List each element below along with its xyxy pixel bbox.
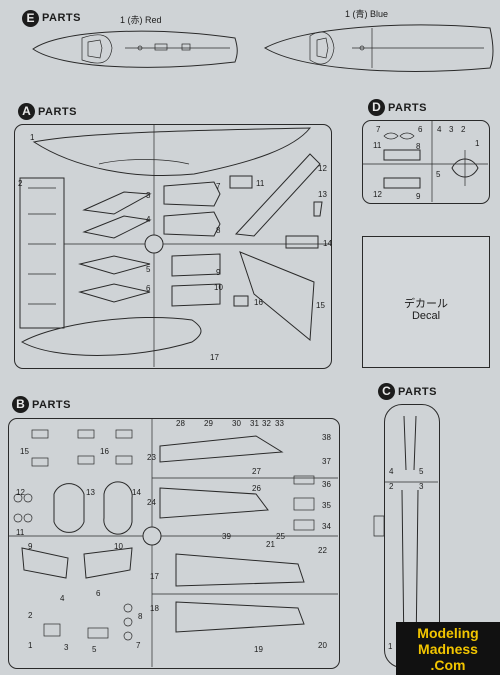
part-b14-number: 14 [132,488,141,497]
part-b39-number: 39 [222,532,231,541]
part-b32-number: 32 [262,419,271,428]
part-a2-number: 2 [18,179,23,188]
part-e1-blue-label: 1 (青) Blue [345,9,389,19]
part-d3-number: 3 [449,125,454,134]
part-b12-number: 12 [16,488,25,497]
sprue-a-parts [19,124,330,367]
part-b2-number: 2 [28,611,33,620]
part-b20-number: 20 [318,641,327,650]
part-b4-number: 4 [60,594,65,603]
decal-label-en: Decal [411,310,441,322]
part-a14-number: 14 [323,239,332,248]
section-a-title: PARTS [38,106,77,118]
part-b17-number: 17 [150,572,159,581]
section-c-title: PARTS [398,386,437,398]
part-d12-number: 12 [373,190,382,199]
part-d11-number: 11 [373,141,382,150]
part-e1-red-label: 1 (赤) Red [120,15,162,25]
sprue-a-frame [14,124,332,369]
section-d-badge: D [368,99,385,116]
part-b11-number: 11 [16,528,25,537]
sprue-d-parts [362,120,488,202]
part-b8-number: 8 [138,612,143,621]
part-a13-number: 13 [318,190,327,199]
part-b16-number: 16 [100,447,109,456]
part-c1-number: 1 [388,642,393,651]
part-c5-number: 5 [419,467,424,476]
part-a9-number: 9 [216,268,221,277]
part-b29-number: 29 [204,419,213,428]
part-d8-number: 8 [416,142,421,151]
part-b18-number: 18 [150,604,159,613]
section-b-badge: B [12,396,29,413]
part-b21-number: 21 [266,540,275,549]
part-b15-number: 15 [20,447,29,456]
sprue-d-frame [362,120,490,204]
part-a7-number: 7 [216,182,221,191]
part-b7-number: 7 [136,641,141,650]
part-a1-number: 1 [30,133,35,142]
part-b30-number: 30 [232,419,241,428]
part-b13-number: 13 [86,488,95,497]
part-b3-number: 3 [64,643,69,652]
part-a15-number: 15 [316,301,325,310]
section-a-badge: A [18,103,35,120]
part-b6-number: 6 [96,589,101,598]
part-d4-number: 4 [437,125,442,134]
part-b23-number: 23 [147,453,156,462]
section-d-title: PARTS [388,102,427,114]
part-b37-number: 37 [322,457,331,466]
part-b36-number: 36 [322,480,331,489]
part-b19-number: 19 [254,645,263,654]
part-d5-number: 5 [436,170,441,179]
sprue-b-frame [8,418,340,669]
decal-label-jp: デカール [404,298,448,310]
part-b38-number: 38 [322,433,331,442]
part-d2-number: 2 [461,125,466,134]
logo-line-3: .Com [430,657,466,673]
logo-line-1: Modeling [417,625,479,641]
part-b31-number: 31 [250,419,259,428]
part-b9-number: 9 [28,542,33,551]
modeling-madness-logo: Modeling Madness .Com [396,622,500,675]
section-e-badge: E [22,10,39,27]
part-a5-number: 5 [146,265,151,274]
part-b25-number: 25 [276,532,285,541]
part-a12-number: 12 [318,164,327,173]
part-d1-number: 1 [475,139,480,148]
part-a10-number: 10 [214,283,223,292]
part-b33-number: 33 [275,419,284,428]
part-b28-number: 28 [176,419,185,428]
part-b1-number: 1 [28,641,33,650]
part-b34-number: 34 [322,522,331,531]
section-e-title: PARTS [42,12,81,24]
section-b-title: PARTS [32,399,71,411]
logo-line-2: Madness [418,641,478,657]
part-b24-number: 24 [147,498,156,507]
part-b27-number: 27 [252,467,261,476]
part-b22-number: 22 [318,546,327,555]
part-a17-number: 17 [210,353,219,362]
part-d7-number: 7 [376,125,381,134]
part-e1-red-canopy [32,30,238,68]
part-a3-number: 3 [146,191,151,200]
part-a4-number: 4 [146,215,151,224]
part-b35-number: 35 [322,501,331,510]
part-c4-number: 4 [389,467,394,476]
part-b5-number: 5 [92,645,97,654]
decal-sheet: デカール Decal [362,236,490,368]
part-d9-number: 9 [416,192,421,201]
sprue-b-parts [8,418,338,667]
part-a11-number: 11 [256,179,265,188]
section-c-badge: C [378,383,395,400]
part-c3-number: 3 [419,482,424,491]
part-c2-number: 2 [389,482,394,491]
part-a8-number: 8 [216,226,221,235]
part-e1-blue-canopy [263,24,494,72]
part-b26-number: 26 [252,484,261,493]
part-a6-number: 6 [146,284,151,293]
part-a16-number: 16 [254,298,263,307]
part-b10-number: 10 [114,542,123,551]
part-d6-number: 6 [418,125,423,134]
